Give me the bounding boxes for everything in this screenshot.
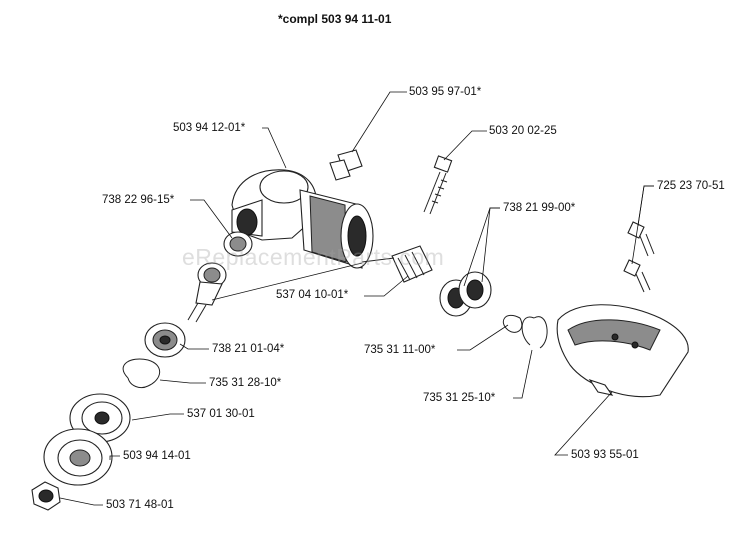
upper-bearing [223, 231, 253, 257]
part-label-503-94-12-01: 503 94 12-01* [173, 122, 246, 134]
watermark: eReplacementParts.com [182, 244, 445, 270]
lower-bearing [144, 322, 186, 358]
blade-nut [31, 481, 61, 511]
support-cup [43, 428, 113, 486]
leader-lines [59, 91, 654, 506]
gear-housing [231, 169, 374, 269]
part-label-537-01-30-01: 537 01 30-01 [187, 408, 255, 420]
housing-screw [423, 155, 453, 215]
part-label-537-04-10-01: 537 04 10-01* [276, 289, 349, 301]
part-label-503-93-55-01: 503 93 55-01 [571, 449, 639, 461]
part-label-738-21-99-00: 738 21 99-00* [503, 202, 576, 214]
part-label-503-95-97-01: 503 95 97-01* [409, 86, 482, 98]
part-label-738-21-01-04: 738 21 01-04* [212, 343, 285, 355]
plug-screw [329, 149, 363, 181]
part-label-738-22-96-15: 738 22 96-15* [102, 194, 175, 206]
part-label-735-31-11-00: 735 31 11-00* [364, 344, 436, 356]
part-label-725-23-70-51: 725 23 70-51 [657, 180, 725, 192]
guard-cover [556, 304, 689, 398]
bearing-pair [439, 271, 492, 317]
part-label-735-31-25-10: 735 31 25-10* [423, 392, 496, 404]
outer-circlip [521, 316, 548, 349]
inner-circlip [502, 314, 523, 333]
snap-ring [122, 358, 161, 389]
part-label-503-94-14-01: 503 94 14-01 [123, 450, 191, 462]
cover-screws [623, 221, 655, 293]
part-label-735-31-28-10: 735 31 28-10* [209, 377, 282, 389]
pinion-gear [361, 245, 433, 283]
part-label-503-71-48-01: 503 71 48-01 [106, 499, 174, 511]
part-label-503-20-02-25: 503 20 02-25 [489, 125, 557, 137]
assembly-title: *compl 503 94 11-01 [278, 12, 392, 26]
spindle-shaft [187, 262, 227, 323]
